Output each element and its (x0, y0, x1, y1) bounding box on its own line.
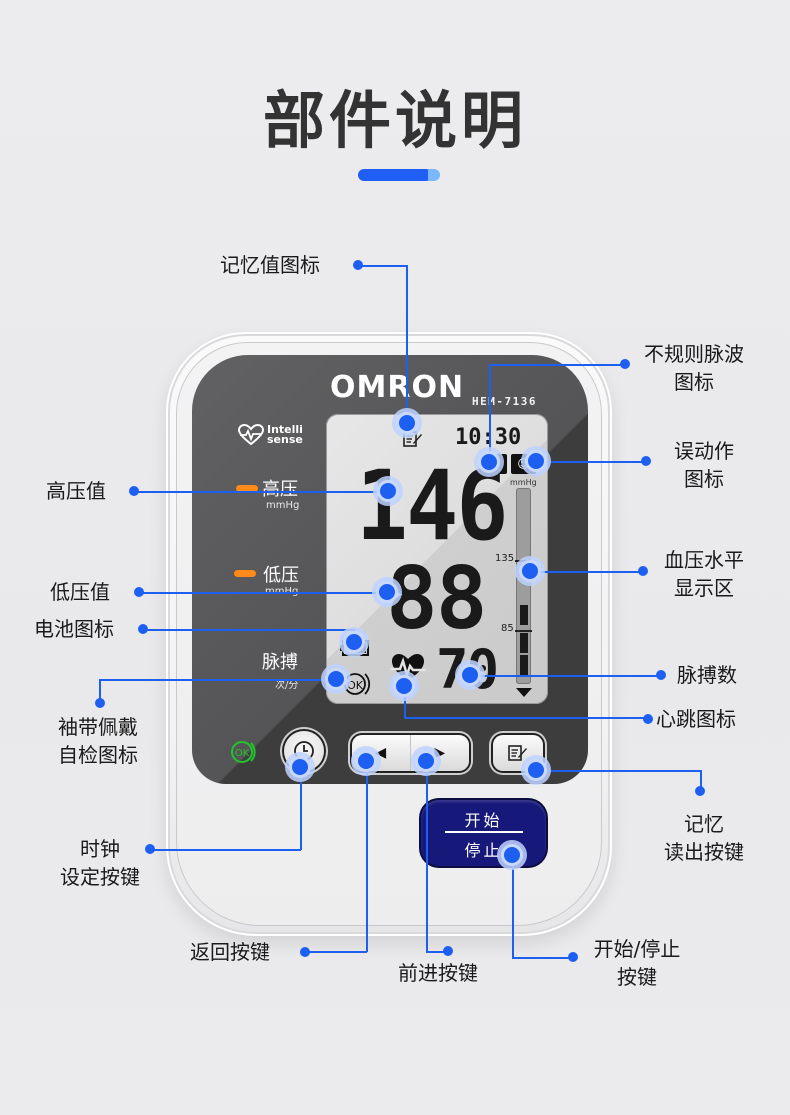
label-bp-level: 血压水平 显示区 (664, 548, 744, 600)
svg-text:OK: OK (235, 748, 250, 759)
tick-85 (515, 630, 532, 632)
callout-dot (568, 952, 578, 962)
panel-label-systolic: 高压 (262, 479, 298, 500)
title-accent-bar (358, 169, 432, 181)
heart-pulse-icon (238, 424, 264, 446)
label-diastolic: 低压值 (50, 580, 110, 604)
marker-pulse-rate (459, 664, 481, 686)
start-label: 开始 (464, 811, 503, 830)
label-irregular-pulse: 不规则脉波 图标 (644, 342, 744, 394)
logo-text-intelli: Intelli (267, 423, 303, 436)
callout-dot (641, 456, 651, 466)
callout-dot (638, 566, 648, 576)
cuff-check-icon: OK (344, 673, 371, 695)
bp-bar-segment (520, 633, 528, 653)
stop-label: 停止 (464, 841, 503, 860)
lcd-diastolic-value: 88 (386, 549, 488, 649)
callout-dot (443, 946, 453, 956)
marker-battery (343, 631, 365, 653)
label-systolic: 高压值 (46, 479, 106, 503)
diastolic-indicator (234, 570, 256, 577)
title-accent-tail (428, 169, 440, 181)
lcd-systolic-value: 146 (356, 450, 508, 562)
marker-memory-button (525, 759, 547, 781)
callout-dot (620, 359, 630, 369)
triangle-left-icon: ◀ (375, 745, 387, 761)
marker-back (355, 750, 377, 772)
label-cuff-check: 袖带佩戴 自检图标 (58, 715, 138, 767)
logo-text-sense: sense (267, 433, 303, 446)
label-motion: 误动作 图标 (674, 439, 734, 491)
label-battery: 电池图标 (34, 617, 114, 641)
label-back: 返回按键 (190, 940, 270, 964)
intellisense-logo: Intelli sense (238, 424, 303, 446)
lcd-time: 10:30 (455, 425, 521, 450)
marker-clock (289, 756, 311, 778)
marker-motion (525, 450, 547, 472)
callout-dot (138, 624, 148, 634)
marker-heartbeat (393, 675, 415, 697)
bp-bar-segment (520, 605, 528, 625)
brand-logo: OMRON (330, 370, 465, 405)
marker-forward (415, 750, 437, 772)
callout-dot (353, 260, 363, 270)
callout-dot (129, 486, 139, 496)
model-number: HEM-7136 (472, 395, 537, 408)
marker-systolic (377, 480, 399, 502)
cuff-ok-indicator-icon: OK (231, 741, 256, 763)
bp-bar-segment (520, 655, 528, 675)
marker-start-stop (501, 844, 523, 866)
tick-label-135: 135 (495, 553, 515, 564)
tick-label-85: 85 (501, 623, 514, 634)
page-title: 部件说明 (262, 84, 527, 157)
bp-bar-arrow-icon (516, 688, 532, 697)
svg-text:OK: OK (347, 679, 364, 692)
callout-dot (134, 587, 144, 597)
label-memory-icon: 记忆值图标 (220, 253, 320, 277)
callout-dot (656, 670, 666, 680)
start-stop-button[interactable]: 开始 停止 (421, 800, 546, 866)
marker-bp-level (519, 560, 541, 582)
marker-irregular-pulse (478, 451, 500, 473)
forward-button[interactable]: ▶ (411, 735, 470, 771)
label-pulse-rate: 脉搏数 (677, 663, 737, 687)
callout-dot (643, 714, 653, 724)
start-stop-divider (445, 831, 523, 833)
label-memory-button: 记忆 读出按键 (664, 812, 744, 864)
callout-dot (95, 698, 105, 708)
memory-button-icon (508, 745, 527, 761)
triangle-right-icon: ▶ (434, 745, 446, 761)
marker-diastolic (376, 581, 398, 603)
panel-unit-diastolic: mmHg (265, 586, 298, 597)
callout-dot (695, 786, 705, 796)
panel-unit-systolic: mmHg (266, 500, 300, 511)
label-forward: 前进按键 (398, 961, 478, 985)
label-clock: 时钟 设定按键 (60, 837, 140, 889)
marker-memory-icon (396, 412, 418, 434)
panel-label-diastolic: 低压 (263, 565, 299, 586)
panel-label-pulse: 脉搏 (262, 652, 298, 673)
back-button[interactable]: ◀ (352, 735, 411, 771)
marker-cuff-check (325, 668, 347, 690)
panel-unit-pulse: 次/分 (275, 680, 299, 691)
memory-icon (403, 431, 422, 447)
label-start-stop: 开始/停止 按键 (593, 937, 681, 989)
lcd-unit: mmHg (510, 478, 537, 487)
callout-dot (145, 844, 155, 854)
systolic-indicator (236, 485, 258, 492)
callout-dot (300, 947, 310, 957)
label-heartbeat: 心跳图标 (656, 707, 736, 731)
